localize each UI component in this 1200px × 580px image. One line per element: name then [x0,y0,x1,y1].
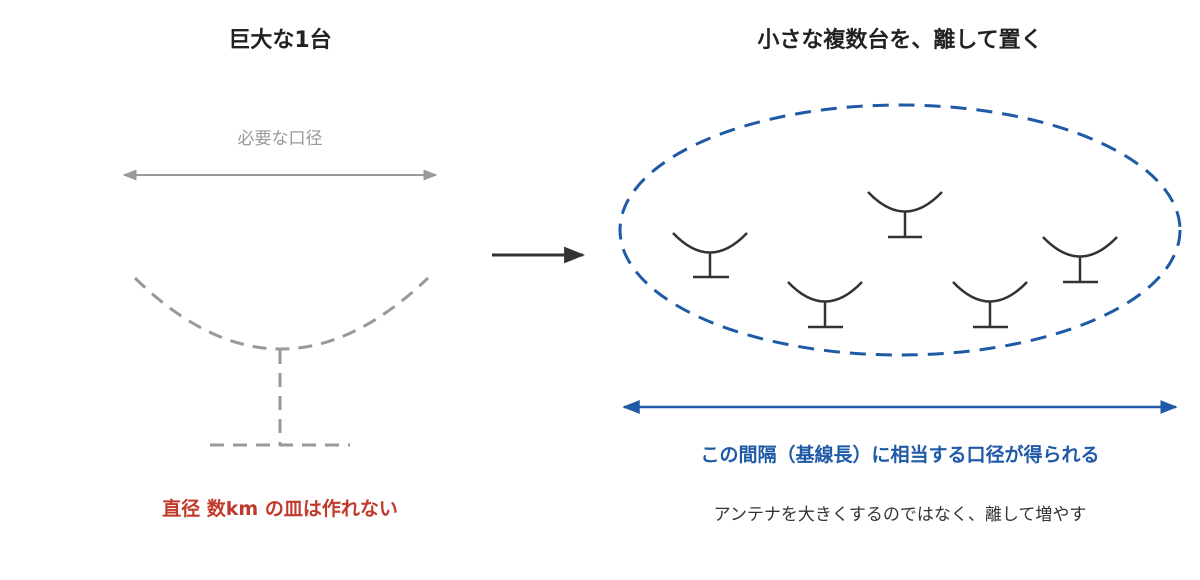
antenna-icon [1042,236,1118,284]
left-panel-caption: 直径 数km の皿は作れない [162,498,398,520]
antenna-icon [952,281,1028,329]
right-panel-caption: アンテナを大きくするのではなく、離して増やす [713,505,1087,525]
right-panel-title: 小さな複数台を、離して置く [757,28,1043,53]
array-boundary-ellipse [618,103,1182,357]
antenna-icon [787,281,863,329]
giant-dish-icon [133,276,430,447]
antenna-icon [672,232,748,279]
baseline-label: この間隔（基線長）に相当する口径が得られる [700,444,1100,466]
required-aperture-label: 必要な口径 [237,129,323,149]
left-panel-title: 巨大な1台 [228,28,332,53]
antenna-icon [867,191,943,239]
